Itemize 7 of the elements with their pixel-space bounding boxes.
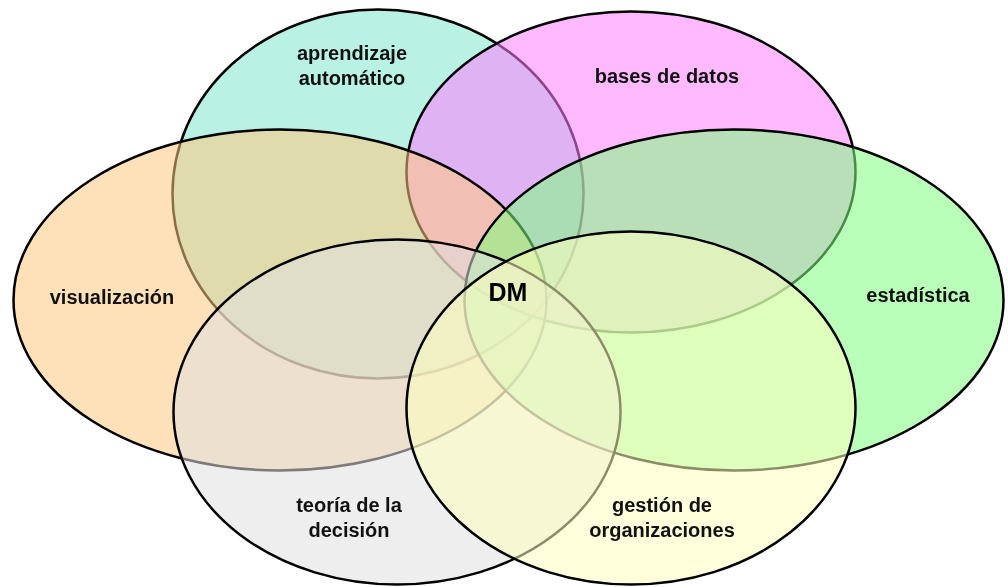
set-label: teoría de la decisión bbox=[295, 493, 403, 543]
set-label: gestión de organizaciones bbox=[588, 493, 736, 543]
set-label: visualización bbox=[48, 284, 176, 310]
set-label: estadística bbox=[865, 282, 971, 308]
set-label: aprendizaje automático bbox=[295, 41, 408, 91]
intersection-label: DM bbox=[488, 277, 528, 307]
set-label: bases de datos bbox=[593, 63, 741, 89]
